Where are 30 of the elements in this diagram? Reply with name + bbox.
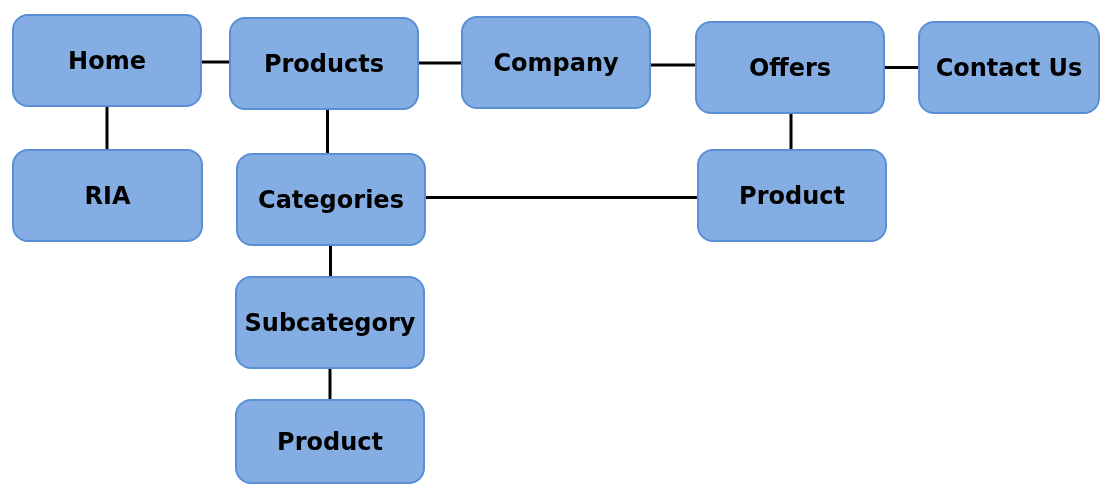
- connector-line: [885, 66, 918, 69]
- page-label: Subcategory: [244, 308, 416, 337]
- page-box: [918, 21, 1100, 114]
- connector-line: [202, 60, 229, 64]
- page-label: Contact Us: [935, 53, 1083, 82]
- page-box: [236, 153, 426, 246]
- page-box: [695, 21, 885, 114]
- page-label: Products: [263, 49, 385, 78]
- page-label: Product: [739, 181, 845, 210]
- connector-line: [789, 114, 793, 149]
- page-label: Offers: [748, 53, 832, 82]
- page-box: [235, 399, 425, 484]
- page-box: [235, 276, 425, 369]
- page-label: Company: [493, 48, 619, 77]
- connector-line: [426, 196, 697, 199]
- page-box: [697, 149, 887, 242]
- page-label: Product: [277, 427, 383, 456]
- page-box: [12, 149, 203, 242]
- connector-line: [105, 107, 109, 149]
- page-box: [12, 14, 202, 107]
- page-label: RIA: [84, 181, 131, 210]
- page-label: Home: [68, 46, 146, 75]
- connector-line: [329, 246, 332, 276]
- connector-line: [328, 369, 332, 399]
- connector-line: [651, 63, 695, 67]
- page-box: [229, 17, 419, 110]
- connector-line: [419, 61, 461, 65]
- page-label: Categories: [258, 185, 404, 214]
- page-box: [461, 16, 651, 109]
- connector-line: [326, 110, 329, 153]
